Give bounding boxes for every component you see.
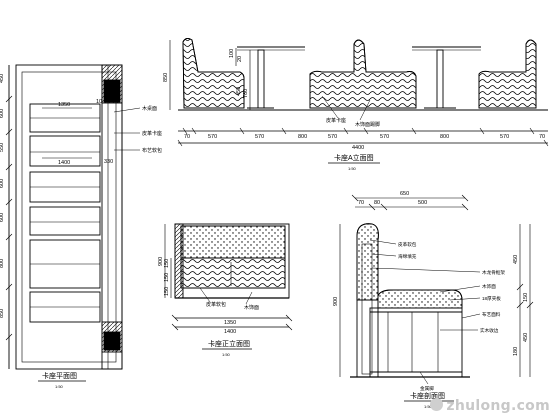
elevation-view <box>169 37 549 147</box>
section-dim: 650 <box>400 191 409 197</box>
plan-dim: 600 <box>0 179 5 188</box>
elevation-caption: 卡座A立面图 1:50 <box>328 153 380 171</box>
paw-logo-icon <box>430 398 444 411</box>
elevation-dimensions: 70 570 570 800 570 570 800 570 70 4400 8… <box>163 49 545 151</box>
section-note: 皮革软包 <box>398 241 417 248</box>
elevation-dim: 20 <box>237 56 243 62</box>
plan-dim: 10 <box>96 99 102 105</box>
elevation-dim: 780 <box>243 89 249 98</box>
front-note: 木饰面 <box>244 304 259 311</box>
plan-dim: 600 <box>0 109 5 118</box>
section-note: 木龙骨框架 <box>482 269 505 276</box>
elevation-dim: 570 <box>500 134 509 140</box>
section-dimensions: 650 70 80 500 900 450 450 150 180 皮革软包 海… <box>333 191 529 392</box>
plan-dim: 850 <box>0 309 5 318</box>
elevation-caption-scale: 1:50 <box>348 166 357 171</box>
elevation-dim: 450 <box>236 87 242 96</box>
section-dim: 450 <box>513 255 519 264</box>
section-dim: 180 <box>513 347 519 356</box>
plan-dim: 1400 <box>58 160 70 166</box>
elevation-dim: 70 <box>184 134 190 140</box>
section-note: 布艺面料 <box>482 311 501 318</box>
section-dim: 150 <box>523 293 529 302</box>
elevation-dim: 570 <box>208 134 217 140</box>
section-view <box>339 194 534 385</box>
elevation-caption-title: 卡座A立面图 <box>334 153 374 162</box>
elevation-dim: 570 <box>255 134 264 140</box>
section-dim: 80 <box>374 200 380 206</box>
front-note: 皮革软包 <box>206 301 226 308</box>
watermark-text: zhulong.com <box>446 398 550 414</box>
section-dim: 450 <box>523 333 529 342</box>
elevation-dim: 800 <box>298 134 307 140</box>
front-dim: 1400 <box>224 329 236 335</box>
elevation-dim: 850 <box>163 73 169 82</box>
plan-dim: 450 <box>0 74 5 83</box>
elevation-dim: 70 <box>539 134 545 140</box>
section-caption: 卡座剖面图 1:50 <box>404 391 454 409</box>
elevation-dim: 100 <box>229 49 235 58</box>
elevation-dim: 800 <box>440 134 449 140</box>
front-dim: 150 <box>164 287 170 296</box>
front-dim: 900 <box>158 257 164 266</box>
front-dim: 150 <box>164 259 170 268</box>
section-note: 木饰面 <box>482 283 496 290</box>
elevation-dim: 570 <box>328 134 337 140</box>
plan-note: 布艺软包 <box>142 147 162 154</box>
section-note: 18厚夹板 <box>482 295 501 302</box>
plan-dimensions: 450 600 550 600 600 800 850 1350 1400 33… <box>0 74 162 318</box>
front-caption: 卡座正立面图 1:50 <box>202 339 252 357</box>
plan-note: 木桌面 <box>142 105 157 112</box>
section-note: 金属脚 <box>420 385 434 392</box>
plan-dim: 800 <box>0 259 5 268</box>
front-caption-title: 卡座正立面图 <box>208 339 250 348</box>
front-dim: 1350 <box>224 320 236 326</box>
section-caption-scale: 1:50 <box>424 404 433 409</box>
front-caption-scale: 1:50 <box>222 352 231 357</box>
plan-caption: 卡座平面图 1:50 <box>38 371 86 389</box>
plan-view <box>5 64 141 370</box>
elevation-dim: 570 <box>380 134 389 140</box>
section-dim: 500 <box>418 200 427 206</box>
section-note: 海绵填充 <box>398 253 417 260</box>
elevation-note: 皮革卡座 <box>326 117 346 124</box>
section-caption-title: 卡座剖面图 <box>410 391 445 400</box>
section-dim: 900 <box>333 297 339 306</box>
plan-caption-title: 卡座平面图 <box>42 371 77 380</box>
plan-dim: 1350 <box>58 102 70 108</box>
plan-dim: 330 <box>104 159 113 165</box>
front-dimensions: 900 150 150 150 1350 1400 皮革软包 木饰面 <box>158 257 259 335</box>
plan-caption-scale: 1:50 <box>55 384 64 389</box>
front-view <box>164 223 293 331</box>
watermark: zhulong.com <box>430 398 550 414</box>
elevation-note: 木饰面踢脚 <box>355 121 380 128</box>
section-note: 实木收边 <box>480 327 499 334</box>
front-dim: 150 <box>164 273 170 282</box>
plan-dim: 550 <box>0 143 5 152</box>
elevation-total: 4400 <box>352 145 364 151</box>
section-dim: 70 <box>358 200 364 206</box>
plan-note: 皮革卡座 <box>142 130 162 137</box>
plan-dim: 600 <box>0 213 5 222</box>
